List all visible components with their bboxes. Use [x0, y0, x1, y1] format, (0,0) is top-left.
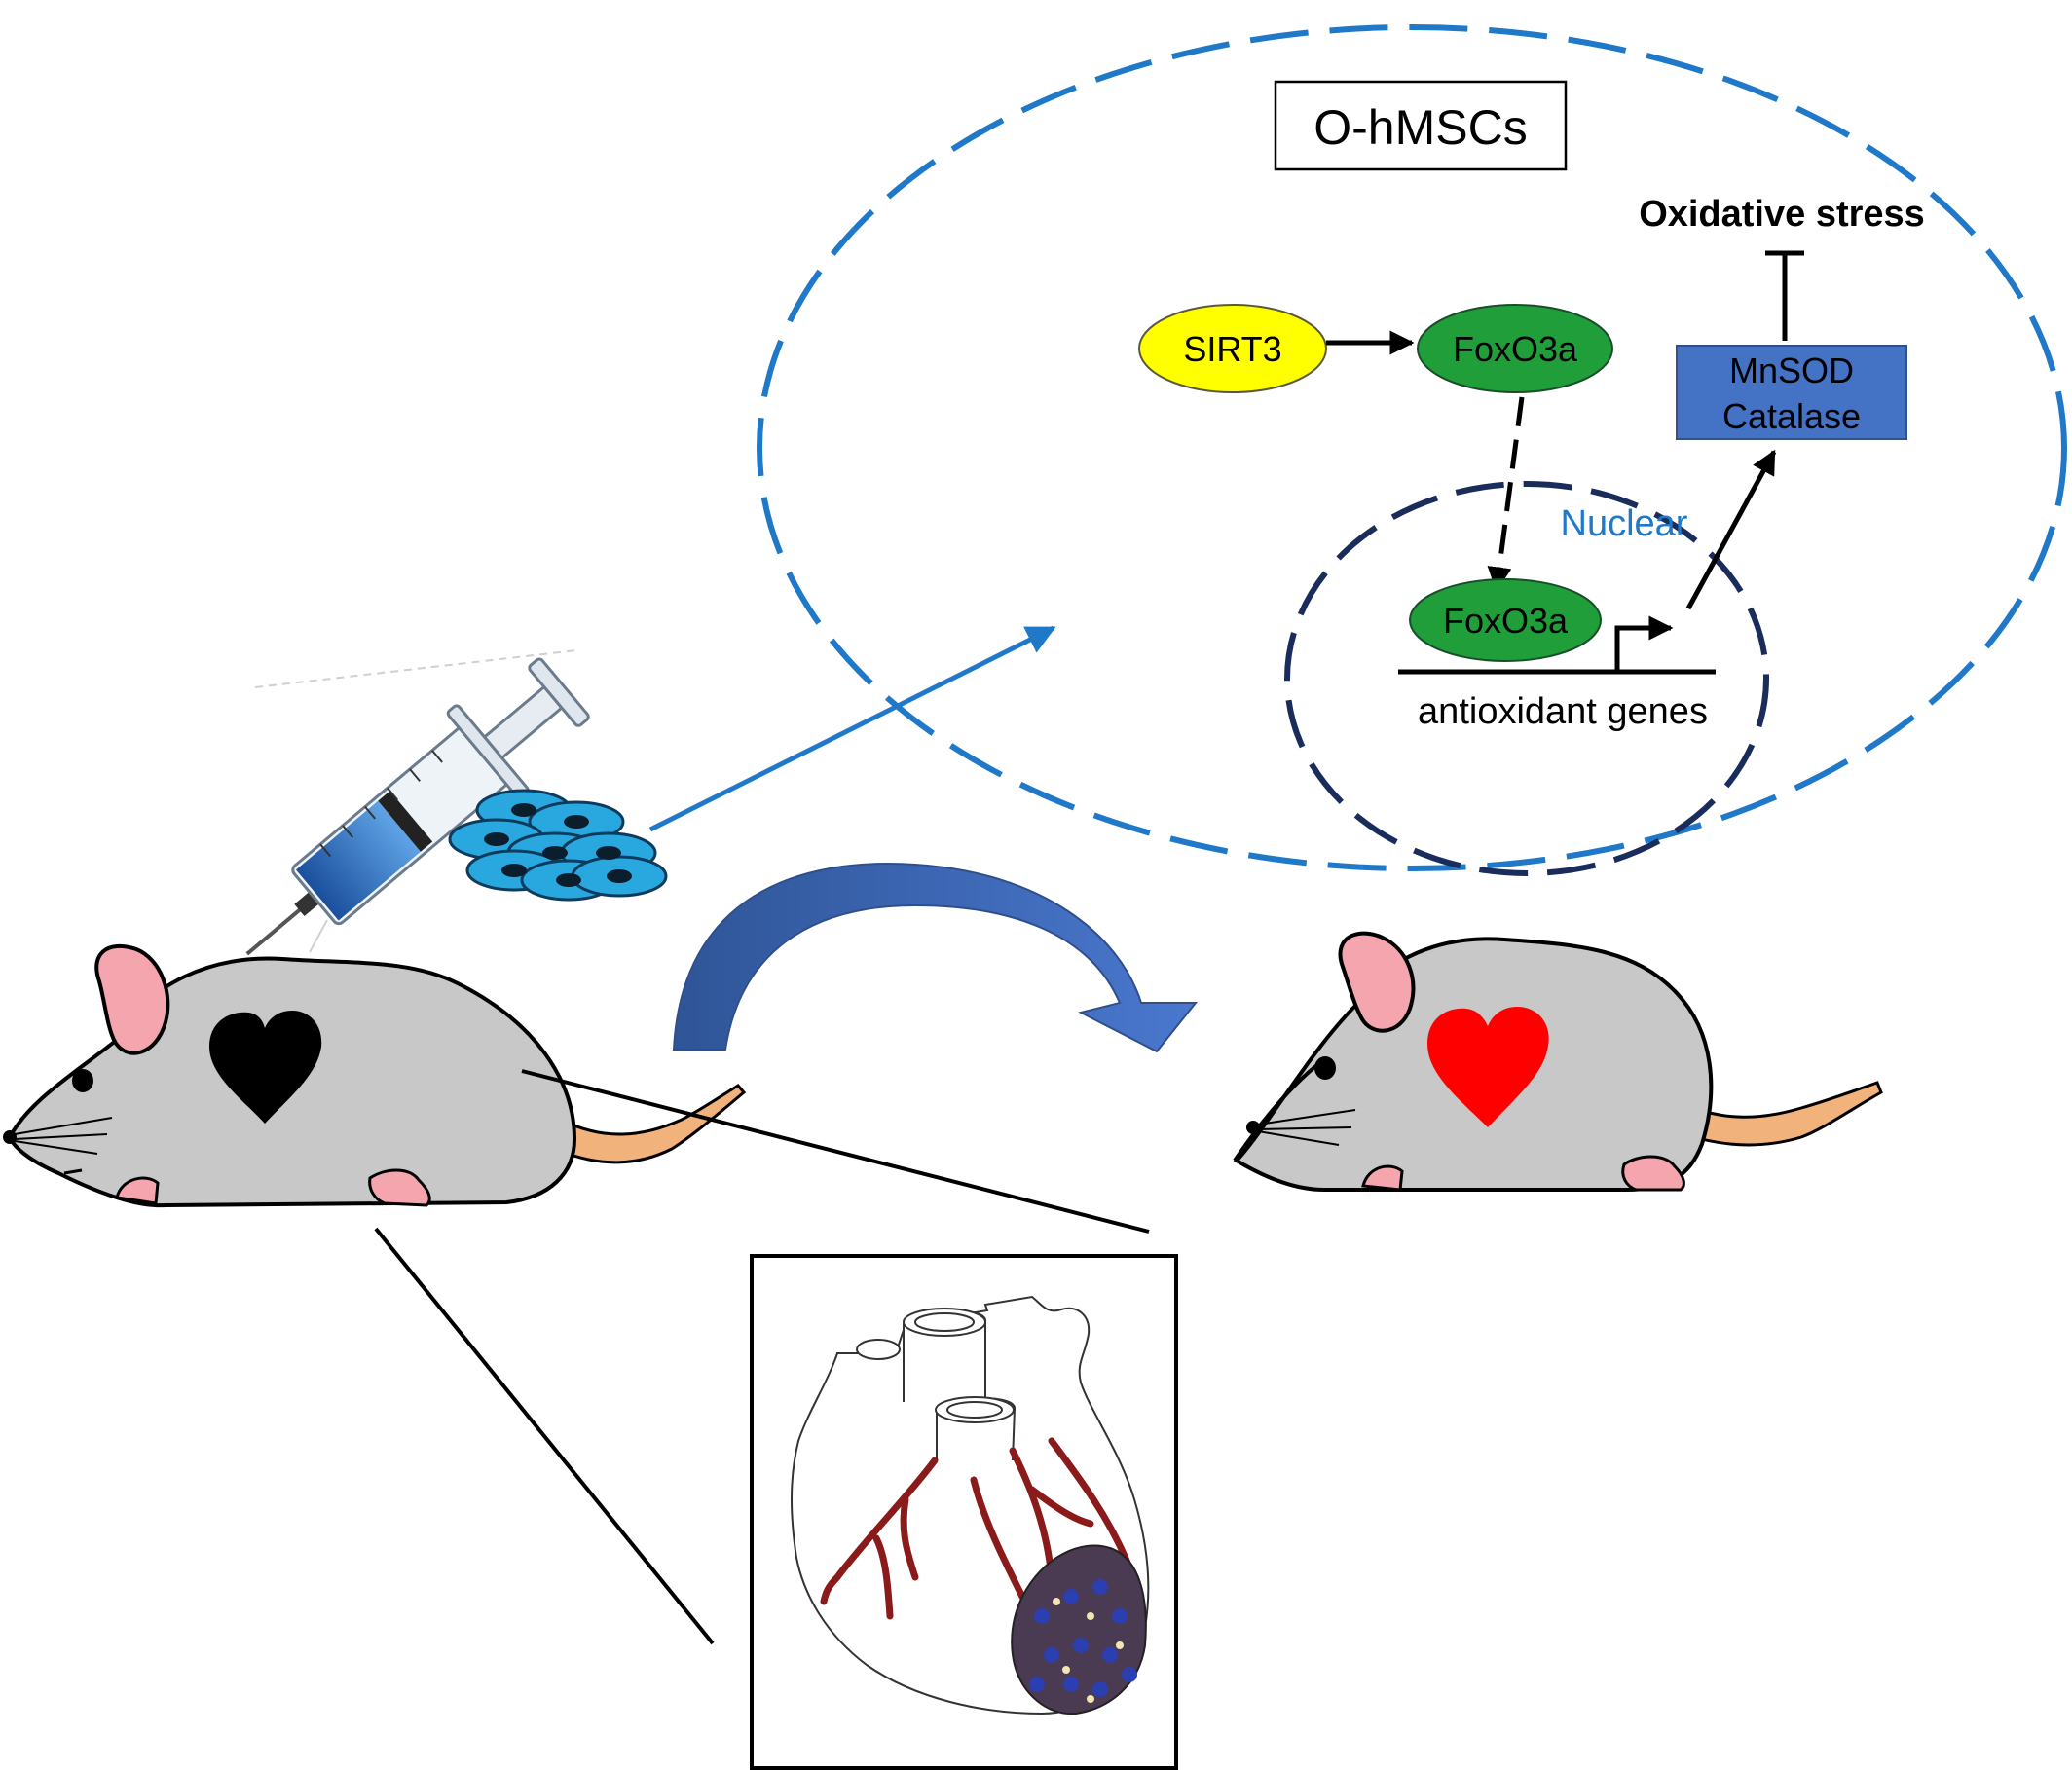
heart-detail-panel	[750, 1254, 1178, 1770]
cell-label: O-hMSCs	[1314, 100, 1527, 155]
zoom-line-left	[374, 1227, 715, 1645]
treatment-arrow	[672, 863, 1199, 1053]
mouse-after-treatment	[1233, 931, 1883, 1192]
enzyme-mnsod: MnSOD	[1729, 350, 1854, 390]
syringe-icon	[245, 649, 590, 956]
heart-anatomy-icon	[791, 1295, 1150, 1715]
sirt3-label: SIRT3	[1183, 329, 1281, 369]
cell-outline	[757, 24, 2067, 871]
foxo3a-nucleus-label: FoxO3a	[1443, 601, 1569, 641]
nucleus-outline	[1284, 481, 1769, 876]
zoom-line-right	[521, 1069, 1150, 1234]
antioxidant-genes-label: antioxidant genes	[1418, 691, 1708, 732]
nuclear-label: Nuclear	[1561, 503, 1688, 544]
foxo3a-nucleus-node: FoxO3a	[1409, 578, 1602, 662]
enzyme-box: MnSOD Catalase	[1676, 345, 1907, 440]
translocation-arrow	[1487, 396, 1525, 592]
cell-label-box: O-hMSCs	[1274, 80, 1568, 171]
oxidative-stress-label: Oxidative stress	[1639, 194, 1925, 235]
enzyme-catalase: Catalase	[1722, 396, 1861, 436]
healed-heart-icon	[1427, 1007, 1549, 1127]
mouse-before-treatment	[3, 943, 747, 1208]
sirt3-node: SIRT3	[1138, 304, 1327, 393]
damaged-heart-icon	[209, 1011, 322, 1124]
inhibition-line	[1765, 250, 1804, 341]
genes-to-enzymes-arrow	[1685, 449, 1777, 610]
foxo3a-cytoplasm-label: FoxO3a	[1453, 329, 1578, 369]
stem-cells-cluster	[448, 789, 668, 902]
foxo3a-cytoplasm-node: FoxO3a	[1417, 304, 1613, 393]
cells-to-circle-pointer	[648, 625, 1056, 832]
gene-promoter	[1398, 615, 1716, 675]
